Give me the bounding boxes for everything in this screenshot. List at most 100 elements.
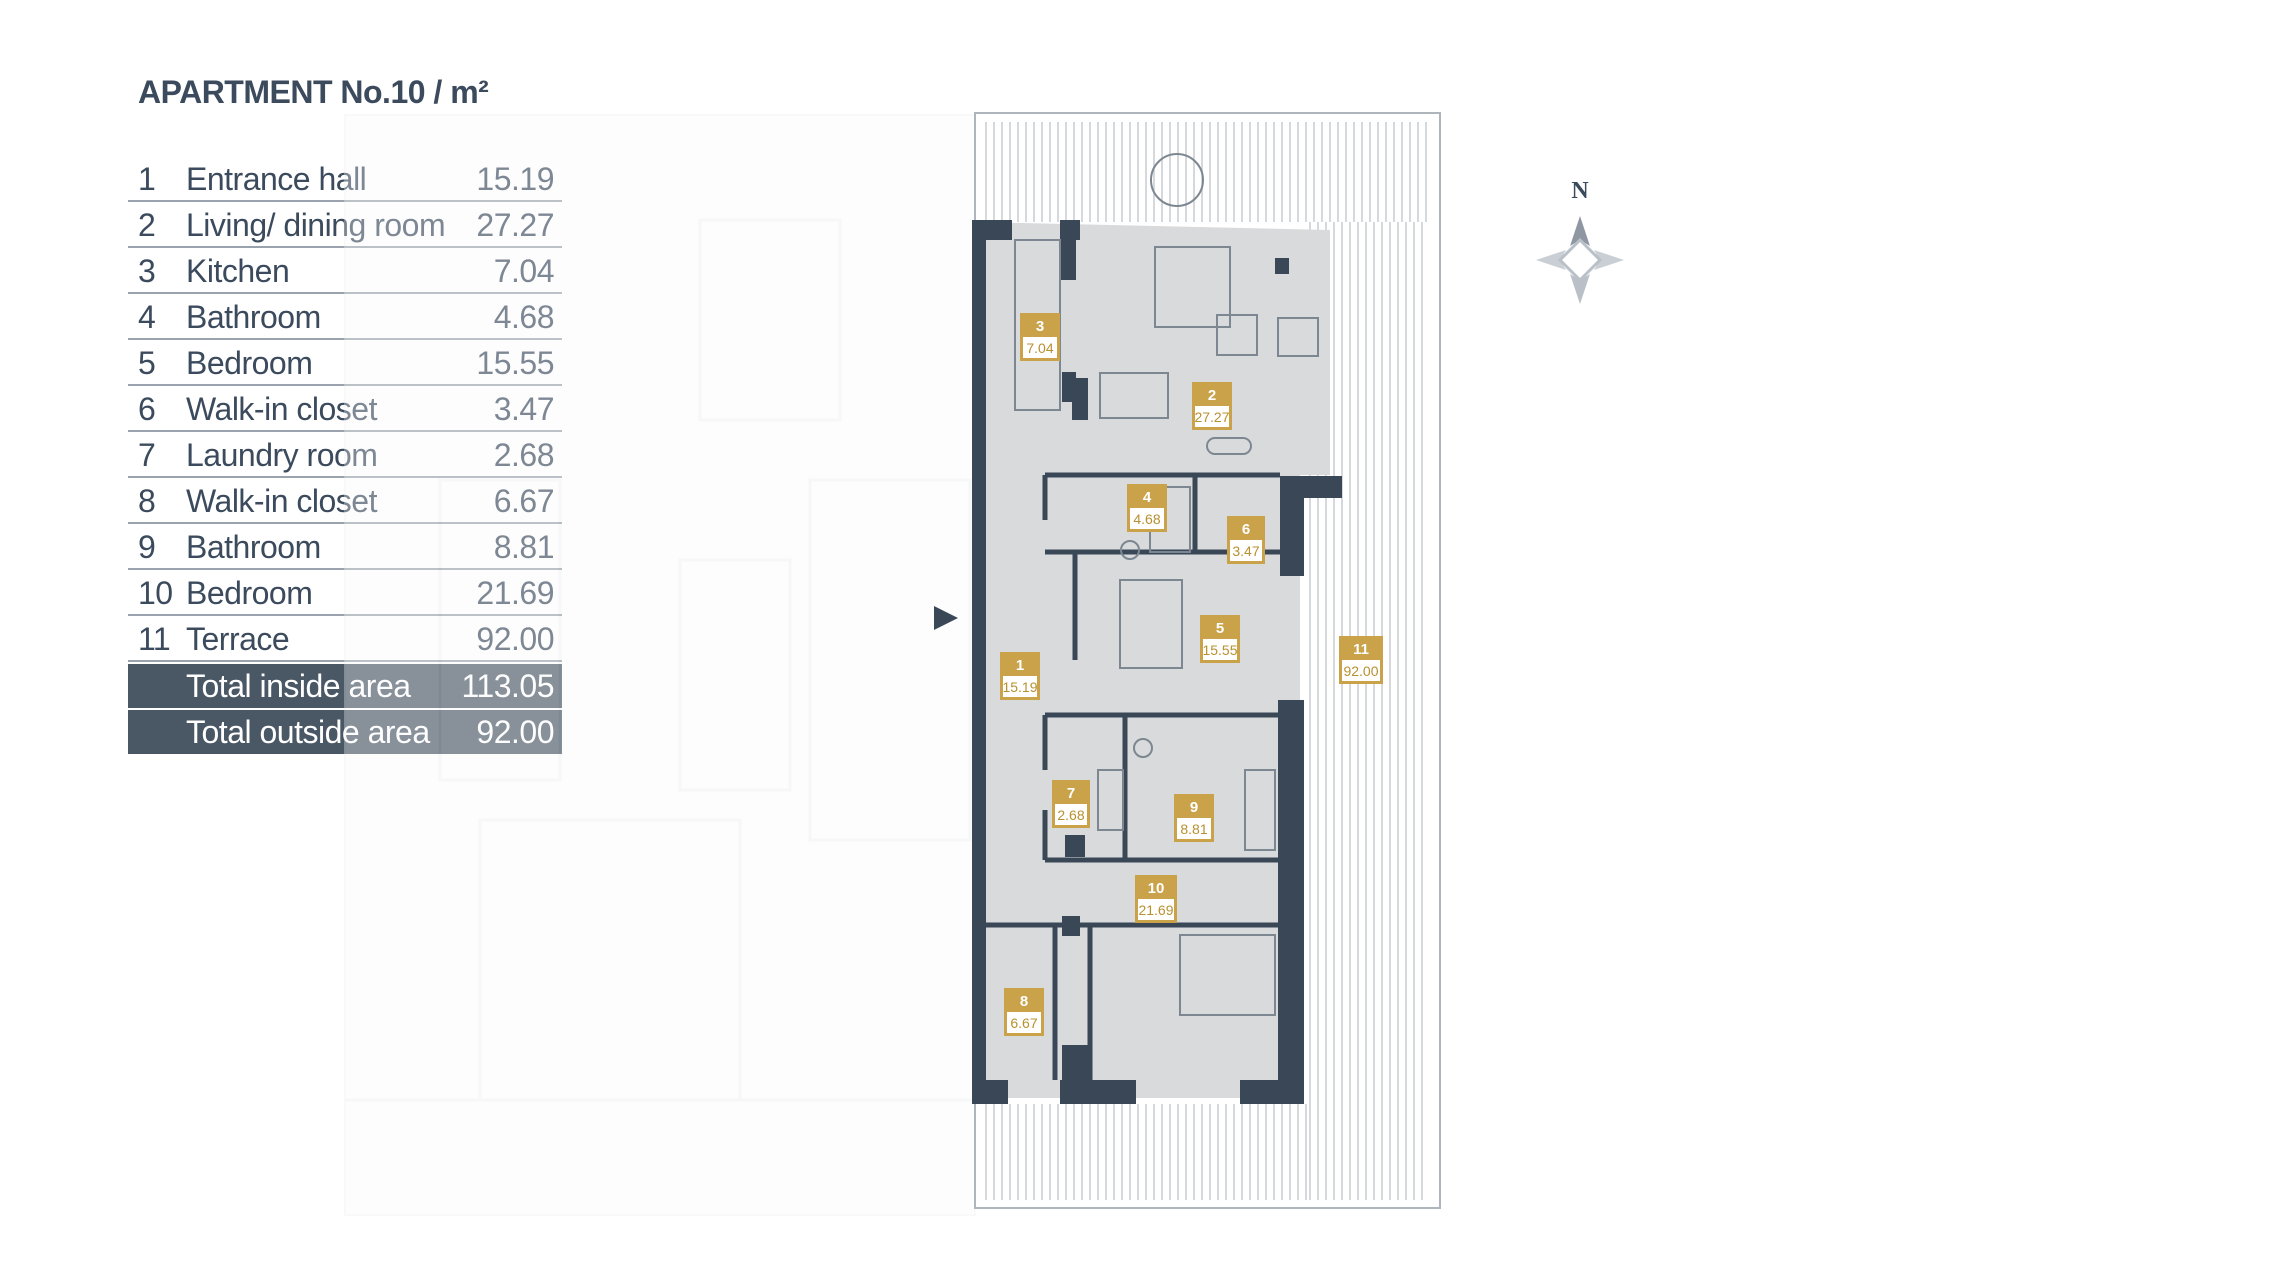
furniture-solid xyxy=(1072,258,1289,420)
tag-number: 9 xyxy=(1190,799,1198,816)
coffee-table xyxy=(1216,314,1258,356)
tag-number: 8 xyxy=(1020,993,1028,1010)
room-tag-3: 3 7.04 xyxy=(1020,313,1060,361)
tag-number: 7 xyxy=(1067,785,1075,802)
tag-number: 4 xyxy=(1143,489,1152,506)
tag-number: 3 xyxy=(1036,318,1044,335)
table-row: 2 Living/ dining room 27.27 xyxy=(128,202,562,248)
armchair xyxy=(1277,317,1319,357)
room-name: Kitchen xyxy=(186,253,290,289)
room-name: Bedroom xyxy=(186,575,313,611)
room-tags: 1 15.19 2 27.27 3 7.04 4 4.68 5 15.55 xyxy=(1000,313,1383,1036)
room-tag-5: 5 15.55 xyxy=(1200,615,1240,663)
tag-area: 4.68 xyxy=(1133,511,1160,527)
room-tag-6: 6 3.47 xyxy=(1227,516,1265,564)
fireplace xyxy=(1206,437,1252,455)
room-name: Laundry room xyxy=(186,437,378,473)
room-name: Bathroom xyxy=(186,299,321,335)
table-row: 4 Bathroom 4.68 xyxy=(128,294,562,340)
room-name: Entrance hall xyxy=(186,161,367,197)
tag-number: 1 xyxy=(1016,657,1024,674)
interior-partitions xyxy=(980,472,1280,1080)
room-area-table: 1 Entrance hall 15.19 2 Living/ dining r… xyxy=(128,156,562,754)
tag-area: 3.47 xyxy=(1232,543,1259,559)
room-tag-9: 9 8.81 xyxy=(1174,794,1214,842)
room-number: 2 xyxy=(138,207,156,243)
table-row: 10 Bedroom 21.69 xyxy=(128,570,562,616)
room-name: Walk-in closet xyxy=(186,391,377,427)
tag-area: 15.19 xyxy=(1002,679,1037,695)
walls xyxy=(972,220,1342,1104)
table-row: 6 Walk-in closet 3.47 xyxy=(128,386,562,432)
room-tag-10: 10 21.69 xyxy=(1135,875,1177,923)
room-tag-1: 1 15.19 xyxy=(1000,652,1040,700)
room-area: 2.68 xyxy=(452,437,562,476)
total-outside-value: 92.00 xyxy=(452,714,562,751)
room-area: 7.04 xyxy=(452,253,562,292)
total-inside-label: Total inside area xyxy=(186,667,411,704)
apartment-floor xyxy=(975,222,1330,1098)
washer-dryer xyxy=(1097,769,1124,831)
room-name: Living/ dining room xyxy=(186,207,446,243)
total-outside-label: Total outside area xyxy=(186,713,430,750)
room-area: 21.69 xyxy=(452,575,562,614)
room-tag-4: 4 4.68 xyxy=(1127,484,1167,532)
total-inside-row: Total inside area 113.05 xyxy=(128,664,562,708)
tag-area: 21.69 xyxy=(1138,902,1173,918)
north-compass-icon: N xyxy=(1536,178,1624,304)
page-title: APARTMENT No.10 / m² xyxy=(138,74,489,110)
room-number: 9 xyxy=(138,529,156,565)
room-number: 4 xyxy=(138,299,156,335)
tag-number: 6 xyxy=(1242,521,1250,538)
room-number: 8 xyxy=(138,483,156,519)
room-area: 8.81 xyxy=(452,529,562,568)
tag-number: 2 xyxy=(1208,387,1216,404)
faded-building-background xyxy=(344,114,976,1216)
bed-10 xyxy=(1179,934,1276,1016)
tag-area: 7.04 xyxy=(1026,340,1053,356)
table-row: 8 Walk-in closet 6.67 xyxy=(128,478,562,524)
toilet-4 xyxy=(1120,540,1140,560)
room-area: 4.68 xyxy=(452,299,562,338)
room-area: 3.47 xyxy=(452,391,562,430)
tag-number: 11 xyxy=(1353,641,1369,658)
room-tag-8: 8 6.67 xyxy=(1004,988,1044,1036)
room-tag-11: 11 92.00 xyxy=(1339,636,1383,684)
table-row: 11 Terrace 92.00 xyxy=(128,616,562,662)
toilet-9 xyxy=(1133,738,1153,758)
north-label: N xyxy=(1571,178,1589,204)
tag-number: 5 xyxy=(1216,620,1224,637)
room-tag-2: 2 27.27 xyxy=(1192,382,1232,430)
terrace-table xyxy=(1150,153,1204,207)
room-area: 92.00 xyxy=(452,621,562,660)
room-name: Walk-in closet xyxy=(186,483,377,519)
tag-area: 27.27 xyxy=(1194,409,1229,425)
room-name: Bathroom xyxy=(186,529,321,565)
total-outside-row: Total outside area 92.00 xyxy=(128,710,562,754)
tag-area: 92.00 xyxy=(1343,663,1378,679)
bed-5 xyxy=(1119,579,1183,669)
room-number: 11 xyxy=(138,621,171,657)
room-number: 3 xyxy=(138,253,156,289)
room-area: 15.19 xyxy=(452,161,562,200)
table-row: 7 Laundry room 2.68 xyxy=(128,432,562,478)
room-number: 6 xyxy=(138,391,156,427)
sofa xyxy=(1154,246,1231,328)
room-tag-7: 7 2.68 xyxy=(1052,780,1090,828)
tag-area: 6.67 xyxy=(1010,1015,1037,1031)
table-row: 1 Entrance hall 15.19 xyxy=(128,156,562,202)
table-row: 3 Kitchen 7.04 xyxy=(128,248,562,294)
tag-area: 15.55 xyxy=(1202,642,1237,658)
tag-area: 2.68 xyxy=(1057,807,1084,823)
tag-number: 10 xyxy=(1148,880,1165,897)
furniture xyxy=(1014,153,1319,1016)
tag-area: 8.81 xyxy=(1180,821,1207,837)
room-area: 15.55 xyxy=(452,345,562,384)
bathtub-9 xyxy=(1244,769,1276,851)
room-number: 7 xyxy=(138,437,156,473)
room-number: 5 xyxy=(138,345,156,381)
dining-table xyxy=(1099,372,1169,419)
total-inside-value: 113.05 xyxy=(452,668,562,705)
room-number: 10 xyxy=(138,575,173,611)
